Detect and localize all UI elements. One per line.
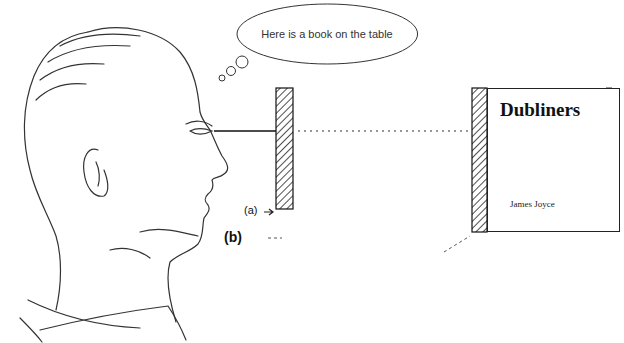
book-author: James Joyce [510,199,613,209]
book-title: Dubliners [500,99,613,121]
screen-b [472,88,487,232]
dotted-line [298,130,470,131]
book-cover: DublinersJames Joyce [487,88,620,232]
panel-label: (a) [244,204,257,216]
thought-text: Here is a book on the table [261,28,392,40]
head-drawing [20,28,228,342]
leader-b [268,236,470,252]
screen-a [276,88,293,209]
bubble-ellipse [237,4,418,64]
sight-line [214,130,276,131]
panel-label: (b) [224,229,242,245]
thought-bubble: Here is a book on the table [236,3,419,65]
thought-bubbles [219,56,248,81]
leader-a [264,209,273,215]
